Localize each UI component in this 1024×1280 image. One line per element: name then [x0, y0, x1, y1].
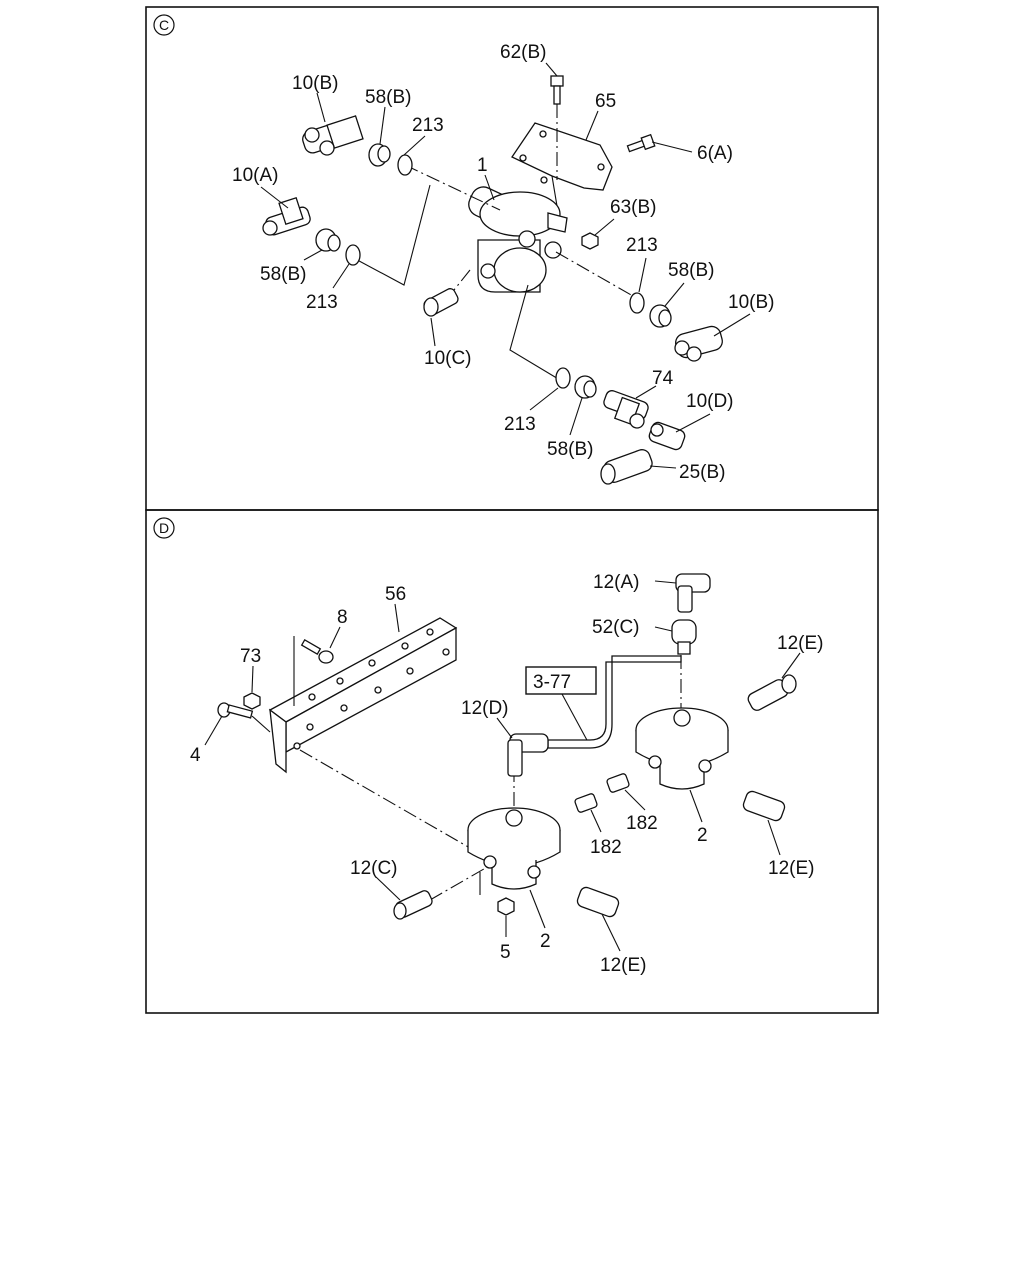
- label-182-left: 182: [590, 837, 622, 858]
- label-62b: 62(B): [500, 42, 546, 63]
- nut-63b: [581, 232, 599, 250]
- nut-73: [243, 692, 261, 710]
- label-63b: 63(B): [610, 197, 656, 218]
- label-12e-bottom: 12(E): [600, 955, 646, 976]
- label-58b-left: 58(B): [260, 264, 306, 285]
- label-12e-right: 12(E): [768, 858, 814, 879]
- fitting-10c: [423, 288, 459, 317]
- washer-213-left: [345, 244, 361, 266]
- label-213-right: 213: [626, 235, 658, 256]
- bolt-4: [217, 702, 254, 719]
- label-58b-bottom: 58(B): [547, 439, 593, 460]
- label-2-left: 2: [540, 931, 551, 952]
- valve-2-right: [635, 707, 729, 790]
- label-213-top: 213: [412, 115, 444, 136]
- tee-74: [603, 390, 649, 429]
- relay-valve-1: [468, 186, 568, 293]
- panel-c-marker-circle: [153, 14, 175, 36]
- adapter-58b-left: [315, 228, 341, 252]
- label-56: 56: [385, 584, 406, 605]
- adapter-58b-bottom: [574, 375, 597, 399]
- label-65: 65: [595, 91, 616, 112]
- label-12c: 12(C): [350, 858, 398, 879]
- fitting-10b-left: [302, 115, 364, 156]
- panel-d-marker-circle: [153, 517, 175, 539]
- bolt-6a: [626, 133, 656, 153]
- label-12d: 12(D): [461, 698, 509, 719]
- panel-c-leaders: [260, 62, 751, 469]
- label-4: 4: [190, 745, 201, 766]
- label-74: 74: [652, 368, 674, 389]
- panel-d-frame: [145, 509, 879, 1014]
- label-213-bottom: 213: [504, 414, 536, 435]
- label-52c: 52(C): [592, 617, 640, 638]
- fitting-52c: [671, 619, 697, 655]
- label-58b-top: 58(B): [365, 87, 411, 108]
- ref-box-3-77: [525, 666, 597, 695]
- fitting-10b-right: [674, 325, 723, 362]
- label-10d: 10(D): [686, 391, 734, 412]
- label-12e-top: 12(E): [777, 633, 823, 654]
- label-213-left: 213: [306, 292, 338, 313]
- fitting-12c: [393, 890, 433, 920]
- bolt-62b: [550, 75, 564, 105]
- plug-182-right: [606, 773, 630, 793]
- label-25b: 25(B): [679, 462, 725, 483]
- panel-c-marker: C: [159, 17, 169, 33]
- label-73: 73: [240, 646, 261, 667]
- switch-25b: [600, 449, 653, 485]
- label-182-right: 182: [626, 813, 658, 834]
- panel-d-leaders: [204, 580, 801, 952]
- washer-213-top: [397, 154, 413, 176]
- fitting-12d: [507, 733, 549, 777]
- valve-2-left: [467, 807, 561, 890]
- label-2-right: 2: [697, 825, 708, 846]
- panel-c: C: [153, 14, 774, 485]
- washer-213-bottom: [555, 367, 571, 389]
- fitting-12e-right: [742, 790, 786, 822]
- bracket-56: [268, 617, 458, 774]
- label-58b-right: 58(B): [668, 260, 714, 281]
- label-10a: 10(A): [232, 165, 278, 186]
- adapter-58b-right: [649, 304, 672, 328]
- label-10c: 10(C): [424, 348, 472, 369]
- pipe: [547, 655, 682, 749]
- fitting-12a: [675, 573, 711, 613]
- panel-d-marker: D: [159, 520, 169, 536]
- label-5: 5: [500, 942, 511, 963]
- washer-213-right: [629, 292, 645, 314]
- adapter-58b-top: [368, 143, 391, 167]
- plug-182-left: [574, 793, 598, 813]
- bracket-65: [511, 122, 613, 213]
- fitting-10d: [648, 421, 686, 451]
- label-1: 1: [477, 155, 488, 176]
- nut-5: [497, 897, 515, 916]
- ref-label-3-77: 3-77: [533, 672, 571, 693]
- label-10b-right: 10(B): [728, 292, 774, 313]
- label-10b-top: 10(B): [292, 73, 338, 94]
- label-12a: 12(A): [593, 572, 639, 593]
- bolt-8: [300, 639, 334, 664]
- fitting-12e-bottom: [576, 886, 620, 918]
- panel-d: D: [153, 517, 823, 976]
- fitting-12e-top: [747, 674, 797, 711]
- label-6a: 6(A): [697, 143, 733, 164]
- fitting-10a: [262, 196, 311, 236]
- label-8: 8: [337, 607, 348, 628]
